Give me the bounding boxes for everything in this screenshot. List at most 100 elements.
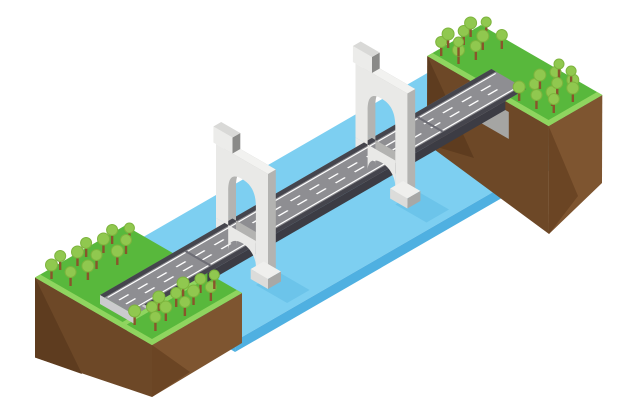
tree-right_lower-6-canopy	[530, 89, 543, 101]
road-dash-lane1	[289, 195, 301, 202]
road-dash-lane1	[327, 173, 339, 180]
tree-left_lower-3-canopy	[152, 290, 166, 304]
tree-left_upper-3-canopy	[71, 245, 84, 259]
tree-left_upper-9-trunk	[86, 270, 90, 280]
road-dash-lane2	[334, 177, 346, 184]
deck-side-face	[207, 101, 506, 282]
tree-left_lower-12-canopy	[208, 269, 220, 281]
tree-right_upper-1-canopy	[435, 36, 448, 48]
road-dash-lane2	[487, 89, 499, 96]
road-end-face	[100, 295, 135, 324]
tower-2-front-pedestal-top	[390, 181, 421, 199]
road-dash-lane2	[449, 111, 461, 118]
road-dash-lane1	[385, 140, 396, 147]
tree-left_lower-2-canopy	[146, 301, 158, 313]
left-island-grass-bevel-southwest	[35, 274, 158, 345]
tree-left_lower-12-trunk	[213, 279, 216, 289]
tree-right_upper-8-canopy	[476, 29, 490, 43]
tree-left_upper-9-canopy	[81, 259, 95, 273]
tree-right_lower-1-trunk	[517, 91, 521, 101]
tree-left_upper-12-trunk	[124, 244, 128, 254]
tree-right_upper-9-trunk	[500, 39, 504, 49]
tree-left_upper-1-trunk	[50, 269, 53, 279]
road-dash-lane2	[201, 254, 213, 261]
tree-left_lower-6-canopy	[194, 273, 207, 285]
tower-1-front-pedestal-side	[268, 271, 281, 289]
tree-left_upper-2-canopy	[54, 250, 67, 262]
tree-left_lower-8-trunk	[164, 311, 168, 321]
road-dash-lane1	[175, 261, 187, 268]
tree-left_lower-5-trunk	[181, 287, 185, 297]
tree-left_lower-10-canopy	[187, 284, 200, 298]
tower-2-frame-face	[355, 63, 408, 206]
tree-right_lower-3-trunk	[538, 79, 542, 89]
tree-left_upper-8-trunk	[69, 276, 72, 286]
tree-left_lower-4-trunk	[175, 297, 178, 307]
tree-left_lower-1-canopy	[128, 304, 142, 318]
tree-right_upper-4-trunk	[469, 27, 472, 37]
road-dash-lane2	[182, 265, 194, 272]
tower-1-front-pedestal-front	[250, 269, 268, 289]
tree-right_upper-4-canopy	[464, 16, 478, 30]
tree-left_lower-4-canopy	[170, 287, 183, 299]
road-dash-lane1	[480, 85, 492, 92]
road-dash-lane2	[277, 210, 289, 217]
tower-1-lower-arch-side	[236, 220, 264, 263]
tree-right_upper-6-trunk	[457, 54, 460, 64]
road-dash-lane2	[163, 276, 175, 283]
road-expansion-joint-left	[184, 250, 213, 267]
road-dash-lane1	[442, 107, 454, 114]
bridge-towers	[213, 41, 421, 289]
tree-right_lower-12-trunk	[571, 92, 575, 102]
tower-2-cap-front	[352, 46, 372, 73]
tree-right_upper-5-canopy	[480, 16, 492, 28]
road-dash-lane1	[213, 239, 225, 246]
tree-left_lower-1-trunk	[133, 315, 136, 325]
tower-1-cap-side	[232, 133, 241, 154]
tree-right_lower-12-canopy	[566, 81, 580, 95]
tree-right_lower-11-trunk	[552, 103, 555, 113]
tree-left_upper-4-canopy	[80, 237, 93, 249]
tree-right_upper-10-canopy	[453, 36, 464, 48]
tree-right_upper-7-canopy	[469, 40, 482, 52]
road-surface	[100, 69, 527, 315]
tower-1-lower-arch-face	[228, 225, 256, 267]
tree-right_lower-10-canopy	[565, 65, 577, 77]
tree-left_lower-11-trunk	[209, 291, 213, 301]
tower-1-frame-face	[216, 144, 268, 286]
tree-left_upper-3-trunk	[76, 256, 79, 266]
tower-2-cap-top	[352, 41, 380, 57]
tree-left_lower-7-trunk	[154, 321, 157, 331]
tree-left_upper-11-trunk	[116, 255, 119, 265]
tower-2-lower-arch-side	[375, 140, 404, 182]
road-dash-lane2	[353, 166, 365, 173]
right-island-grass-bevel-southeast	[543, 92, 603, 126]
tree-left_upper-6-trunk	[110, 234, 114, 244]
tree-right_upper-9-canopy	[495, 29, 508, 41]
road-dash-lane1	[156, 272, 168, 279]
road-dash-lane2	[144, 287, 156, 294]
road-dash-lane2	[468, 100, 480, 107]
tower-2-cap-side	[371, 52, 380, 73]
tree-left_upper-12-canopy	[120, 234, 132, 246]
tree-right_lower-8-canopy	[551, 77, 564, 89]
tree-left_upper-2-trunk	[58, 260, 62, 270]
tree-right_lower-1-canopy	[512, 80, 526, 94]
tree-left_upper-10-canopy	[90, 249, 103, 261]
tree-left_upper-5-trunk	[102, 243, 105, 253]
road-barrier-southeast	[144, 86, 527, 307]
tree-right_upper-3-canopy	[457, 25, 470, 37]
left-island-grass-bevel-southeast	[146, 290, 242, 345]
tree-left_lower-7-canopy	[149, 311, 162, 323]
road-expansion-joint-right	[416, 116, 445, 133]
tower-2-lower-arch-face	[367, 144, 396, 187]
tree-left_upper-8-canopy	[64, 266, 77, 278]
tree-left_lower-10-trunk	[192, 295, 195, 305]
tree-right_lower-3-canopy	[533, 68, 547, 82]
road-dash-lane1	[118, 294, 130, 301]
tree-left_upper-1-canopy	[45, 258, 58, 272]
road-dash-lane1	[308, 184, 320, 191]
road-dash-lane2	[125, 298, 137, 305]
